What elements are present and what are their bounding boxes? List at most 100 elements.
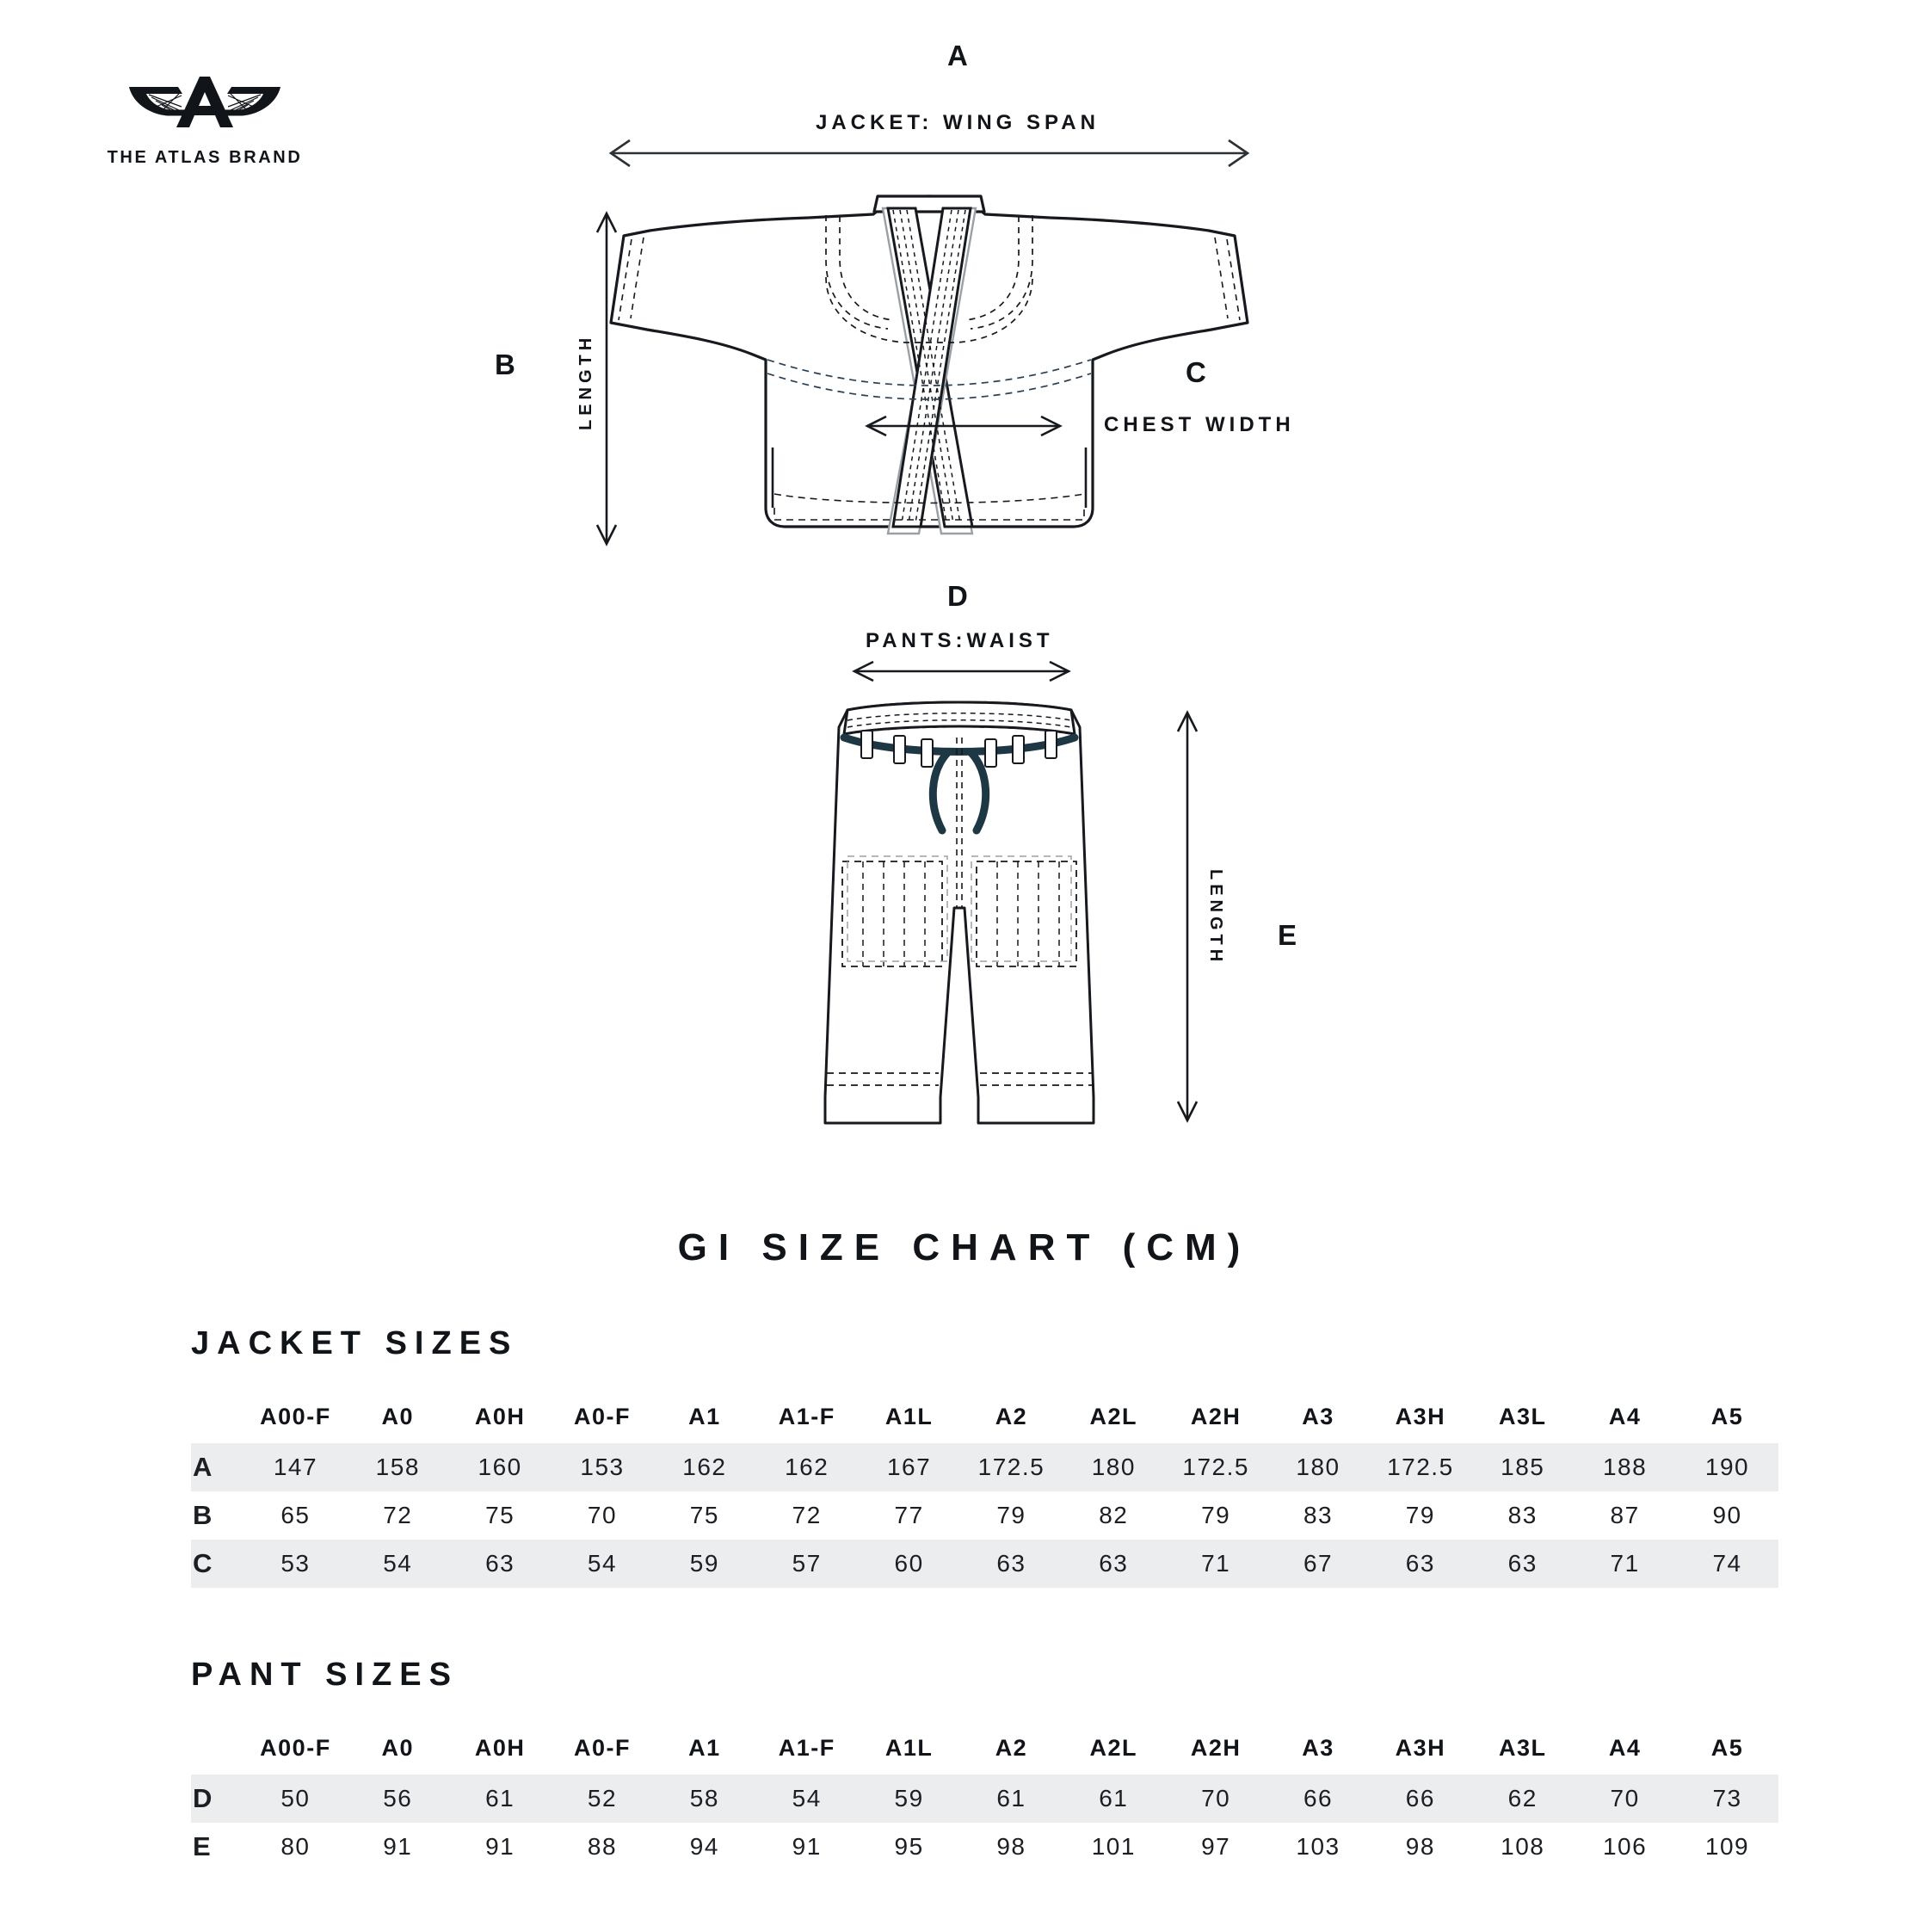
cell-e-a3l: 108 <box>1501 1833 1545 1860</box>
bjj-jacket-illustration-icon <box>608 139 1250 535</box>
row-label-e: E <box>193 1831 213 1861</box>
jacket-chest-letter: C <box>1186 356 1207 388</box>
column-header-a1-f: A1-F <box>778 1403 835 1429</box>
pants-length-arrow <box>1176 710 1199 1123</box>
table-corner-cell <box>191 1390 244 1443</box>
cell-c-a3h: 63 <box>1405 1550 1435 1577</box>
winged-a-logo-icon <box>129 77 280 127</box>
cell-a-a2l: 180 <box>1091 1454 1136 1480</box>
column-header-a1: A1 <box>688 1403 721 1429</box>
cell-a-a0h: 160 <box>478 1454 522 1480</box>
jacket-wingspan-caption: JACKET: WING SPAN <box>816 111 1100 134</box>
cell-b-a3h: 79 <box>1405 1502 1435 1528</box>
cell-d-a1l: 59 <box>894 1785 924 1812</box>
cell-e-a00-f: 80 <box>280 1833 311 1860</box>
cell-a-a3: 180 <box>1296 1454 1340 1480</box>
cell-b-a1-f: 72 <box>792 1502 822 1528</box>
cell-e-a4: 106 <box>1602 1833 1648 1860</box>
cell-a-a2h: 172.5 <box>1182 1454 1249 1480</box>
cell-b-a3l: 83 <box>1507 1502 1538 1528</box>
column-header-a2h: A2H <box>1190 1403 1242 1429</box>
cell-d-a0h: 61 <box>485 1785 515 1812</box>
column-header-a00-f: A00-F <box>260 1403 331 1429</box>
pants-waist-caption: PANTS:WAIST <box>866 629 1054 652</box>
cell-d-a2: 61 <box>996 1785 1026 1812</box>
jacket-chest-arrow <box>865 415 1063 437</box>
column-header-a0-f: A0-F <box>574 1734 631 1761</box>
column-header-a3: A3 <box>1302 1403 1334 1429</box>
column-header-a0: A0 <box>381 1734 415 1761</box>
cell-e-a0-f: 88 <box>587 1833 618 1860</box>
cell-b-a00-f: 65 <box>280 1502 311 1528</box>
cell-e-a3: 103 <box>1296 1833 1340 1860</box>
column-header-a1-f: A1-F <box>778 1734 835 1761</box>
column-header-a5: A5 <box>1710 1734 1744 1761</box>
column-header-a0h: A0H <box>474 1403 526 1429</box>
cell-e-a5: 109 <box>1704 1833 1750 1860</box>
cell-e-a1-f: 91 <box>792 1833 822 1860</box>
pants-waist-arrow <box>852 660 1071 682</box>
column-header-a0-f: A0-F <box>574 1403 631 1429</box>
diagram-area: A JACKET: WING SPAN B LENGTH C CHEST WID… <box>495 40 1298 1125</box>
cell-b-a1l: 77 <box>894 1502 924 1528</box>
cell-b-a4: 87 <box>1610 1502 1640 1528</box>
column-header-a3h: A3H <box>1395 1403 1446 1429</box>
brand-logo-block: THE ATLAS BRAND <box>76 67 334 168</box>
cell-d-a2l: 61 <box>1099 1785 1129 1812</box>
cell-a-a00-f: 147 <box>273 1454 318 1480</box>
brand-name: THE ATLAS BRAND <box>107 148 303 167</box>
cell-d-a2h: 70 <box>1201 1785 1231 1812</box>
cell-e-a2l: 101 <box>1091 1833 1136 1860</box>
cell-d-a5: 73 <box>1712 1785 1742 1812</box>
row-label-a: A <box>193 1452 213 1482</box>
cell-c-a1: 59 <box>689 1550 719 1577</box>
row-label-b: B <box>193 1500 213 1530</box>
cell-d-a1-f: 54 <box>792 1785 822 1812</box>
pants-length-letter: E <box>1278 919 1298 951</box>
cell-a-a0: 158 <box>375 1454 420 1480</box>
jacket-length-arrow <box>595 211 618 546</box>
jacket-length-letter: B <box>495 349 516 380</box>
column-header-a2l: A2L <box>1089 1734 1138 1761</box>
cell-e-a1l: 95 <box>894 1833 924 1860</box>
bjj-pants-illustration-icon <box>823 701 1095 1125</box>
pants-length-caption: LENGTH <box>1206 869 1225 966</box>
cell-a-a3l: 185 <box>1501 1454 1545 1480</box>
pants-waist-letter: D <box>947 580 969 612</box>
row-label-d: D <box>193 1783 213 1813</box>
cell-d-a00-f: 50 <box>280 1785 311 1812</box>
jacket-wingspan-letter: A <box>947 40 969 71</box>
cell-e-a2h: 97 <box>1201 1833 1231 1860</box>
cell-b-a0h: 75 <box>485 1502 515 1528</box>
column-header-a3h: A3H <box>1395 1734 1446 1761</box>
column-header-a00-f: A00-F <box>260 1734 331 1761</box>
cell-c-a1-f: 57 <box>792 1550 822 1577</box>
column-header-a1: A1 <box>688 1734 721 1761</box>
cell-b-a2: 79 <box>996 1502 1026 1528</box>
column-header-a0h: A0H <box>474 1734 526 1761</box>
cell-d-a0-f: 52 <box>587 1785 618 1812</box>
column-header-a1l: A1L <box>884 1403 934 1429</box>
cell-b-a1: 75 <box>689 1502 719 1528</box>
cell-d-a3l: 62 <box>1507 1785 1538 1812</box>
cell-c-a4: 71 <box>1610 1550 1640 1577</box>
cell-a-a1: 162 <box>682 1454 727 1480</box>
cell-b-a2h: 79 <box>1201 1502 1231 1528</box>
column-header-a0: A0 <box>381 1403 415 1429</box>
cell-a-a1-f: 162 <box>785 1454 829 1480</box>
cell-c-a2l: 63 <box>1099 1550 1129 1577</box>
column-header-a2: A2 <box>995 1734 1028 1761</box>
cell-b-a3: 83 <box>1303 1502 1334 1528</box>
cell-a-a1l: 167 <box>886 1454 932 1480</box>
cell-d-a4: 70 <box>1610 1785 1640 1812</box>
cell-b-a5: 90 <box>1712 1502 1742 1528</box>
